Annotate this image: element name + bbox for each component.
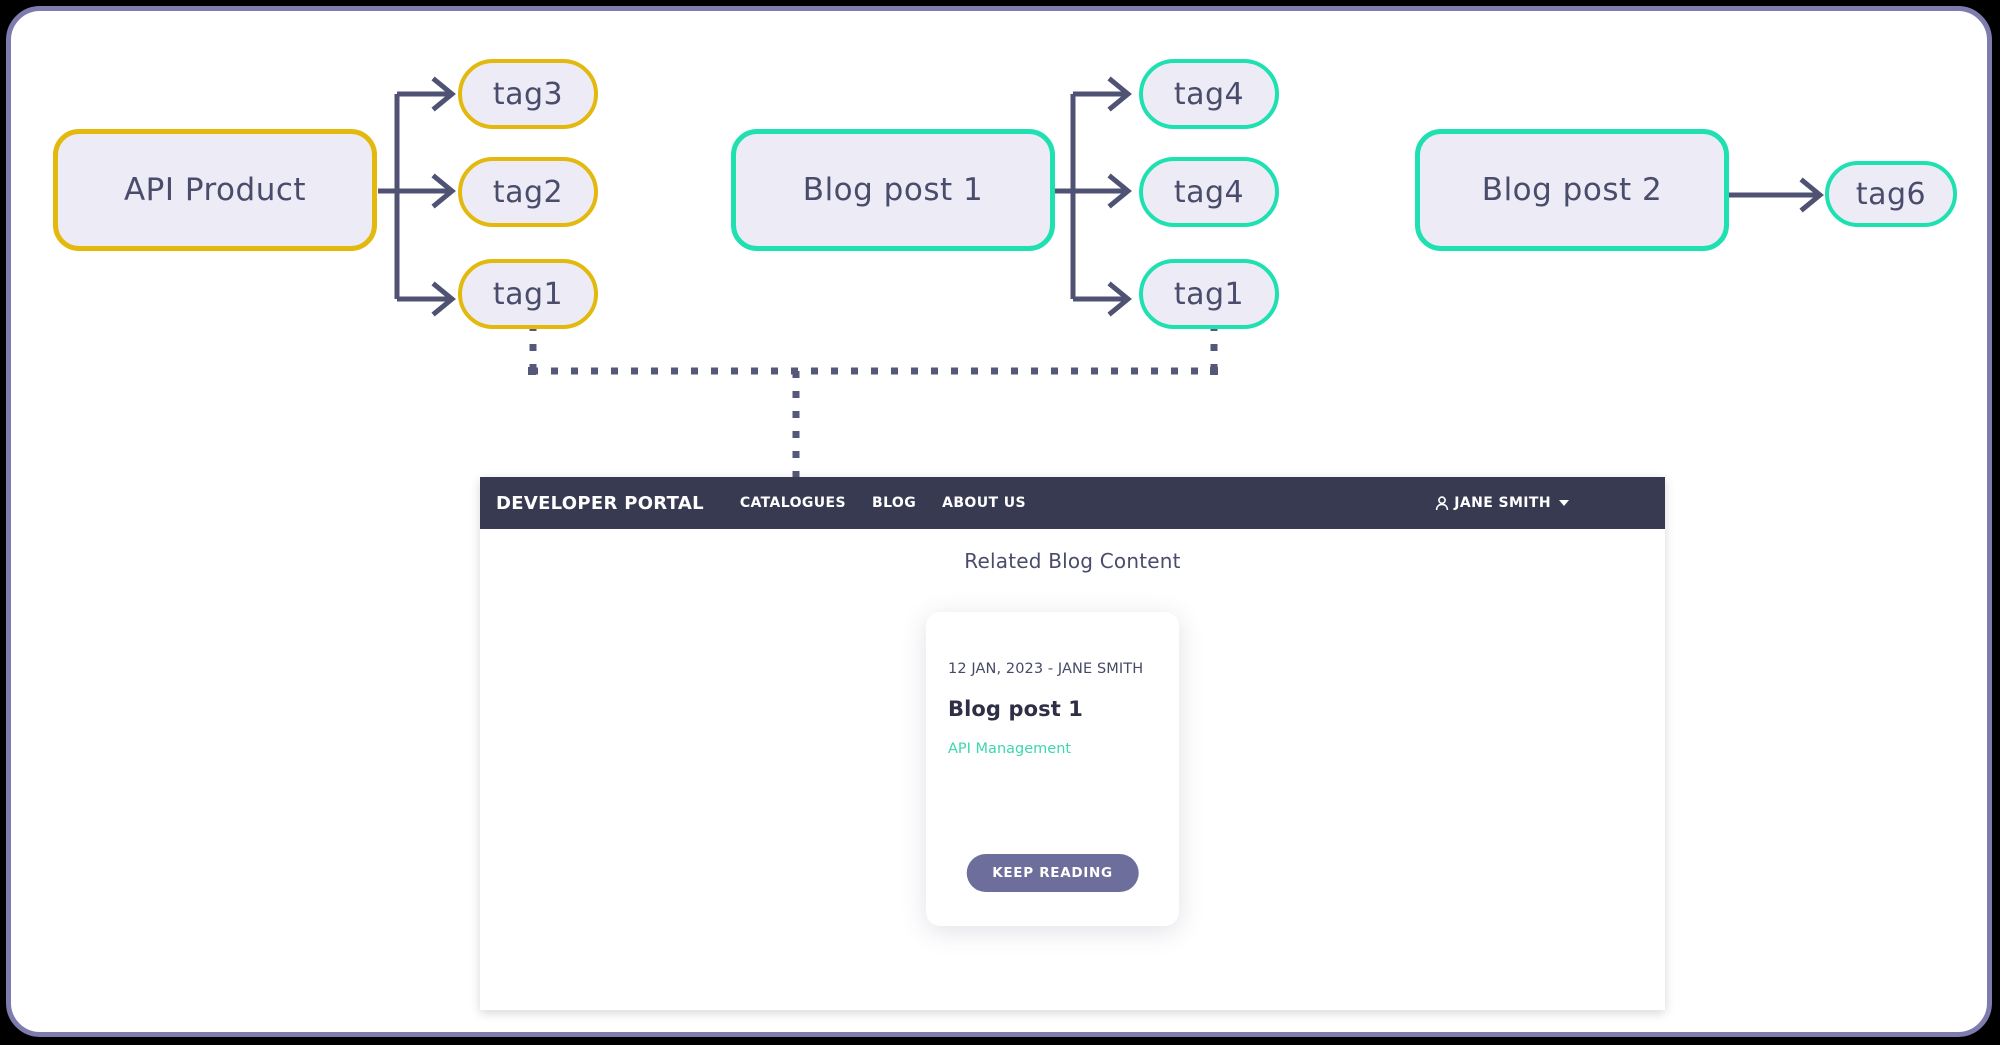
node-label: tag1 xyxy=(1173,276,1245,312)
card-tag-link[interactable]: API Management xyxy=(948,741,1072,757)
chevron-down-icon[interactable] xyxy=(1559,500,1569,506)
person-icon xyxy=(1435,495,1449,511)
node-blog-post-1[interactable]: Blog post 1 xyxy=(731,129,1055,251)
node-tag4-b[interactable]: tag4 xyxy=(1139,157,1279,227)
user-name: JANE SMITH xyxy=(1454,495,1551,511)
node-label: Blog post 2 xyxy=(1481,172,1663,208)
nav-item-about-us[interactable]: ABOUT US xyxy=(942,495,1026,511)
user-menu[interactable]: JANE SMITH xyxy=(1435,495,1647,511)
node-label: tag4 xyxy=(1173,76,1245,112)
portal-brand[interactable]: DEVELOPER PORTAL xyxy=(496,492,704,514)
node-tag1-yellow[interactable]: tag1 xyxy=(458,259,598,329)
node-label: tag2 xyxy=(492,174,564,210)
node-tag3[interactable]: tag3 xyxy=(458,59,598,129)
node-tag1-teal[interactable]: tag1 xyxy=(1139,259,1279,329)
node-tag2[interactable]: tag2 xyxy=(458,157,598,227)
related-blog-content-title: Related Blog Content xyxy=(964,549,1181,573)
blog-post-card[interactable]: 12 JAN, 2023 - JANE SMITH Blog post 1 AP… xyxy=(926,612,1179,926)
portal-navbar: DEVELOPER PORTAL CATALOGUES BLOG ABOUT U… xyxy=(480,477,1665,529)
card-meta: 12 JAN, 2023 - JANE SMITH xyxy=(948,661,1144,677)
node-tag6[interactable]: tag6 xyxy=(1825,161,1957,227)
nav-item-blog[interactable]: BLOG xyxy=(872,495,917,511)
keep-reading-button[interactable]: KEEP READING xyxy=(966,854,1139,892)
node-tag4-a[interactable]: tag4 xyxy=(1139,59,1279,129)
card-title: Blog post 1 xyxy=(948,697,1083,721)
developer-portal-window: DEVELOPER PORTAL CATALOGUES BLOG ABOUT U… xyxy=(480,477,1665,1010)
node-api-product[interactable]: API Product xyxy=(53,129,377,251)
outer-frame: API Product tag3 tag2 tag1 Blog post 1 t… xyxy=(6,6,1992,1037)
node-label: tag1 xyxy=(492,276,564,312)
node-label: tag6 xyxy=(1855,176,1927,212)
node-label: tag4 xyxy=(1173,174,1245,210)
nav-item-catalogues[interactable]: CATALOGUES xyxy=(739,495,846,511)
node-label: Blog post 1 xyxy=(802,172,984,208)
node-label: tag3 xyxy=(492,76,564,112)
portal-body: Related Blog Content 12 JAN, 2023 - JANE… xyxy=(480,529,1665,1010)
node-label: API Product xyxy=(123,172,307,208)
node-blog-post-2[interactable]: Blog post 2 xyxy=(1415,129,1729,251)
